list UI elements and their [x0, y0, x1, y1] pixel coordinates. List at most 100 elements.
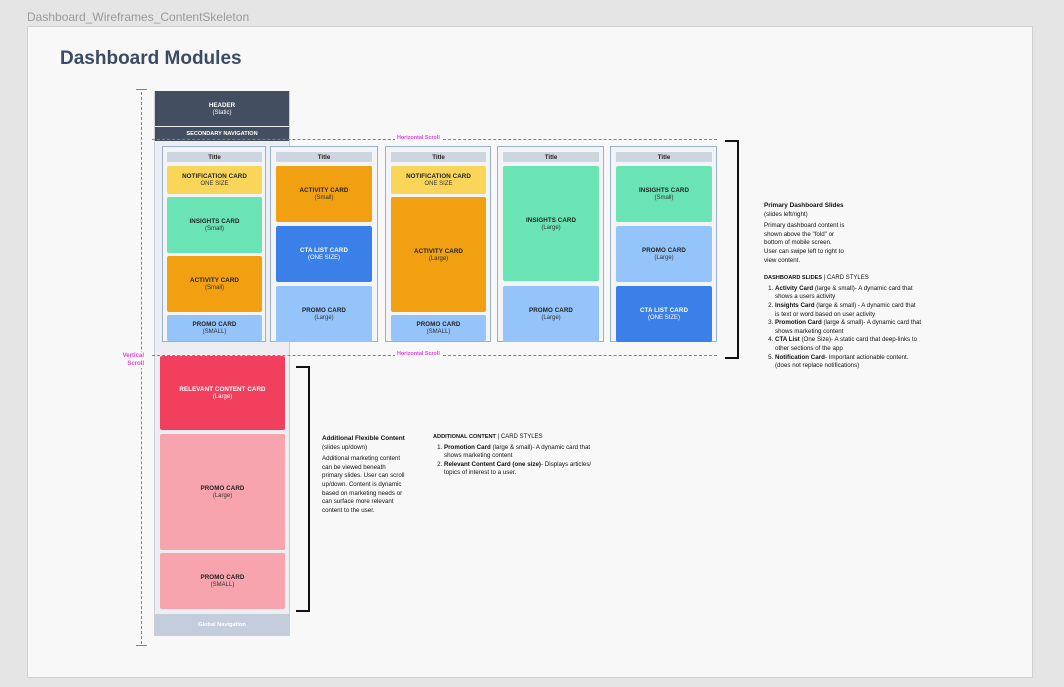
insights-card[interactable]: INSIGHTS CARD(Small)	[167, 197, 262, 253]
list-item: Insights Card (large & small) - A dynami…	[775, 302, 964, 319]
card-title: CTA LIST CARD	[299, 247, 349, 254]
card-size: (Small)	[205, 226, 224, 232]
item-text: is text or word based on user activity	[775, 310, 876, 318]
card-title: INSIGHTS CARD	[525, 216, 577, 224]
promo-card[interactable]: PROMO CARD(Large)	[160, 434, 285, 550]
slide-title: Title	[167, 152, 262, 162]
slide-2: Title ACTIVITY CARD(Small) CTA LIST CARD…	[270, 146, 378, 342]
item-text: (large & small)- A dynamic card that	[813, 284, 913, 292]
item-text: (large & small)- A dynamic card that	[490, 443, 591, 451]
additional-card-styles: ADDITIONAL CONTENT | CARD STYLES Promoti…	[433, 433, 643, 478]
slide-5: Title INSIGHTS CARD(Small) PROMO CARD(La…	[610, 146, 717, 342]
primary-desc-sub: (slides left/right)	[764, 210, 808, 218]
activity-card[interactable]: ACTIVITY CARD(Large)	[391, 197, 486, 312]
slide-title: Title	[616, 152, 712, 162]
card-title: PROMO CARD	[529, 307, 573, 314]
card-size: (Small)	[314, 195, 334, 201]
card-title: PROMO CARD	[192, 321, 237, 328]
slide-4: Title INSIGHTS CARD(Large) PROMO CARD(La…	[497, 146, 604, 342]
item-text: shows marketing content	[444, 452, 513, 460]
additional-styles-heading-rest: | CARD STYLES	[495, 434, 543, 440]
card-title: ACTIVITY CARD	[414, 247, 463, 255]
activity-card[interactable]: ACTIVITY CARD(Small)	[167, 256, 262, 312]
secondary-navigation: SECONDARY NAVIGATION	[155, 127, 289, 141]
additional-desc-line: up/down. Content is dynamic	[322, 480, 402, 488]
card-title: PROMO CARD	[200, 485, 245, 492]
card-size: (ONE SIZE)	[647, 315, 680, 321]
promo-card[interactable]: PROMO CARD(SMALL)	[391, 315, 486, 341]
vertical-scroll-label: Vertical Scroll	[110, 352, 144, 368]
item-text: other sections of the app	[775, 344, 843, 352]
promo-card[interactable]: PROMO CARD(Large)	[276, 286, 372, 342]
promo-card[interactable]: PROMO CARD(Large)	[616, 226, 712, 282]
cta-list-card[interactable]: CTA LIST CARD(ONE SIZE)	[276, 226, 372, 282]
card-title: ACTIVITY CARD	[299, 187, 349, 194]
relevant-content-card[interactable]: RELEVANT CONTENT CARD(Large)	[160, 356, 285, 430]
frame-title: Dashboard_Wireframes_ContentSkeleton	[27, 10, 250, 24]
promo-card[interactable]: PROMO CARD(SMALL)	[160, 553, 285, 609]
additional-desc-line: can surface more relevant	[322, 498, 394, 506]
header-title: HEADER	[208, 101, 236, 109]
slide-title: Title	[503, 152, 599, 162]
card-size: (Small)	[205, 285, 224, 291]
primary-desc-line: Primary dashboard content is	[764, 222, 845, 230]
promo-card[interactable]: PROMO CARD(SMALL)	[167, 315, 262, 341]
app-header: HEADER (Static)	[155, 91, 289, 126]
card-size: (Large)	[541, 224, 561, 231]
card-size: (Large)	[654, 255, 674, 261]
card-title: NOTIFICATION CARD	[406, 173, 471, 180]
primary-styles-heading-rest: | CARD STYLES	[822, 275, 869, 282]
card-title: PROMO CARD	[642, 247, 686, 254]
additional-desc-heading: Additional Flexible Content	[322, 435, 405, 442]
activity-card[interactable]: ACTIVITY CARD(Small)	[276, 166, 372, 222]
vertical-scroll-top-cap	[136, 89, 147, 90]
card-size: (Large)	[428, 255, 449, 262]
item-bold: Notification Card	[775, 353, 825, 361]
card-title: CTA LIST CARD	[639, 307, 689, 314]
primary-slides-description: Primary Dashboard Slides (slides left/ri…	[764, 202, 964, 371]
card-title: RELEVANT CONTENT CARD	[179, 386, 266, 393]
card-size: (SMALL)	[210, 582, 235, 588]
card-size: (SMALL)	[426, 329, 451, 335]
card-size: (Small)	[654, 195, 674, 201]
primary-slides-bracket	[725, 140, 739, 359]
item-bold: Insights Card	[775, 301, 815, 309]
additional-content-bracket	[296, 366, 310, 612]
list-item: CTA List (One Size)- A static card that …	[775, 336, 964, 353]
primary-desc-line: view content.	[764, 256, 801, 264]
additional-desc-line: Additional marketing content	[322, 455, 401, 463]
item-bold: Activity Card	[775, 284, 814, 292]
cta-list-card[interactable]: CTA LIST CARD(ONE SIZE)	[616, 286, 712, 342]
card-size: (Large)	[212, 493, 233, 499]
card-title: NOTIFICATION CARD	[182, 173, 247, 180]
additional-desc-line: content to the user.	[322, 506, 375, 514]
global-navigation: Global Navigation	[155, 614, 289, 636]
additional-content-description: Additional Flexible Content (slides up/d…	[322, 435, 432, 515]
card-title: INSIGHTS CARD	[189, 218, 240, 225]
additional-styles-heading: ADDITIONAL CONTENT	[433, 434, 496, 440]
item-text: topics of interest to a user.	[444, 469, 517, 477]
item-text: shows marketing content	[775, 327, 844, 335]
list-item: Relevant Content Card (one size)- Displa…	[444, 461, 643, 478]
item-bold: CTA List	[775, 336, 800, 344]
primary-desc-line: shown above the "fold" or	[764, 230, 835, 238]
insights-card[interactable]: INSIGHTS CARD(Small)	[616, 166, 712, 222]
primary-desc-heading: Primary Dashboard Slides	[764, 202, 844, 209]
primary-desc-line: bottom of mobile screen.	[764, 239, 832, 247]
item-text: (does not replace notifications)	[775, 362, 860, 370]
card-title: INSIGHTS CARD	[638, 187, 690, 194]
primary-desc-line: User can swipe left to right to	[764, 247, 844, 255]
item-text: (large & small)- A dynamic card that	[821, 319, 922, 327]
additional-desc-line: primary slides. User can scroll	[322, 472, 405, 480]
card-size: ONE SIZE	[424, 181, 453, 187]
vertical-scroll-bottom-cap	[136, 645, 147, 646]
item-bold: Promotion Card	[775, 319, 822, 327]
insights-card[interactable]: INSIGHTS CARD(Large)	[503, 166, 599, 281]
promo-card[interactable]: PROMO CARD(Large)	[503, 286, 599, 342]
slide-title: Title	[391, 152, 486, 162]
additional-desc-sub: (slides up/down)	[322, 443, 368, 451]
